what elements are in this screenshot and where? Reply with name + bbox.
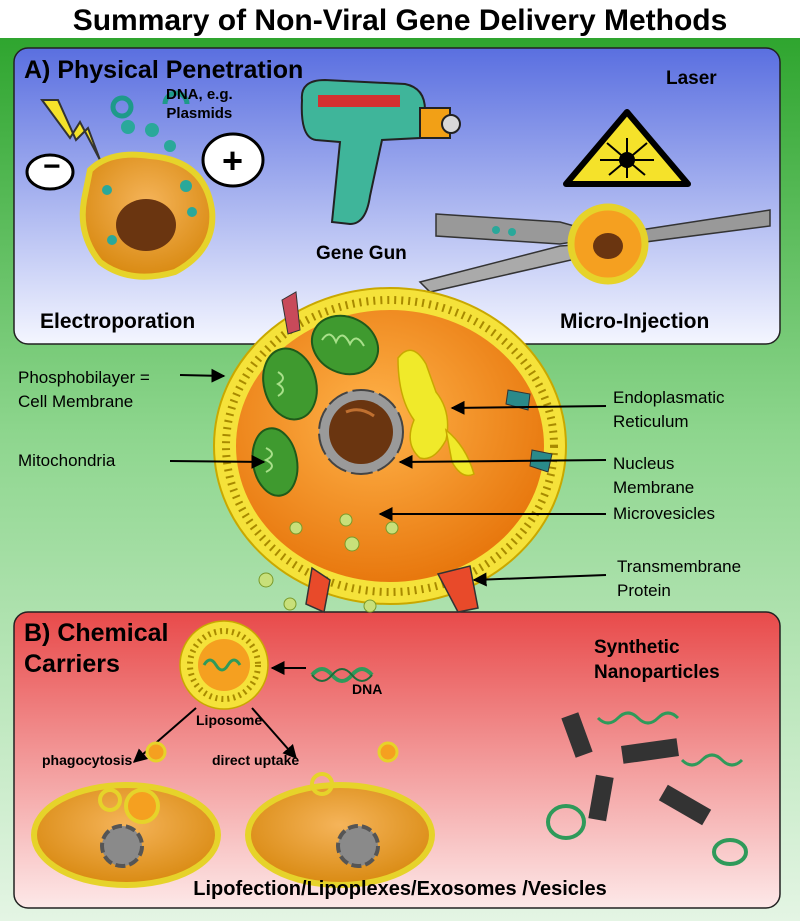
er-label-line2: Reticulum: [613, 411, 689, 431]
minus-electrode-icon: [25, 153, 75, 191]
dna-plasmids-label: DNA, e.g. Plasmids: [166, 86, 233, 124]
transmembrane-label-line2: Protein: [617, 580, 671, 600]
nucleus-label-line1: Nucleus: [613, 454, 675, 473]
nucleus-icon: [318, 389, 404, 475]
gene-gun-label: Gene Gun: [316, 243, 407, 264]
dna-helix-icon: [310, 667, 374, 683]
dna-label-line1: DNA, e.g.: [166, 86, 233, 103]
minus-sign: −: [43, 150, 61, 183]
synthetic-line2: Nanoparticles: [594, 661, 720, 683]
nucleus-label-line2: Membrane: [613, 477, 695, 497]
dna-label-line2: Plasmids: [166, 104, 233, 122]
transmembrane-label-line1: Transmembrane: [617, 557, 742, 576]
microvesicles-label: Microvesicles: [613, 504, 716, 523]
transmembrane-label: Transmembrane Protein: [617, 555, 741, 603]
mitochondria-icons: [251, 314, 380, 497]
nanoparticle-icons: [546, 711, 748, 866]
gene-gun-icon: [300, 78, 461, 226]
micro-injection-label: Micro-Injection: [560, 310, 710, 333]
transmembrane-protein-icons: [281, 291, 553, 614]
synthetic-nanoparticles-label: Synthetic Nanoparticles: [594, 636, 720, 685]
microvesicle-icons: [258, 513, 399, 613]
liposome-label: Liposome: [196, 712, 263, 728]
lipofection-footer: Lipofection/Lipoplexes/Exosomes /Vesicle…: [193, 878, 607, 900]
mitochondria-label: Mitochondria: [18, 451, 116, 470]
plus-electrode-icon: [201, 132, 265, 188]
nucleus-label: Nucleus Membrane: [613, 452, 694, 500]
er-label: Endoplasmatic Reticulum: [613, 386, 725, 434]
lightning-icon: [40, 99, 101, 161]
membrane-label: Phosphobilayer = Cell Membrane: [18, 366, 150, 414]
plus-sign: +: [222, 140, 244, 181]
endoplasmic-reticulum-icon: [397, 349, 475, 477]
electroporation-label: Electroporation: [40, 310, 196, 333]
laser-label: Laser: [666, 68, 717, 89]
dna-label: DNA: [352, 681, 383, 697]
annotation-arrows: [169, 368, 607, 587]
physical-heading: A) Physical Penetration: [24, 56, 304, 84]
page-title: Summary of Non-Viral Gene Delivery Metho…: [72, 4, 728, 37]
plasmid-icons: [110, 90, 190, 152]
er-label-line1: Endoplasmatic: [613, 388, 725, 407]
chemical-heading-line1: B) Chemical: [24, 619, 169, 647]
phagocytosis-cell-icon: [31, 741, 221, 888]
membrane-label-line1: Phosphobilayer =: [18, 368, 150, 387]
synthetic-line1: Synthetic: [594, 637, 680, 658]
chemical-heading: B) Chemical Carriers: [24, 618, 168, 681]
laser-warning-icon: [563, 109, 691, 187]
micro-injection-icon: [418, 203, 771, 293]
membrane-label-line2: Cell Membrane: [18, 391, 134, 411]
direct-uptake-cell-icon: [245, 741, 435, 888]
liposome-icon: [179, 620, 269, 710]
phagocytosis-label: phagocytosis: [42, 752, 133, 768]
chemical-heading-line2: Carriers: [24, 650, 120, 679]
electroporation-cell-icon: [79, 151, 216, 280]
direct-uptake-label: direct uptake: [212, 752, 300, 768]
